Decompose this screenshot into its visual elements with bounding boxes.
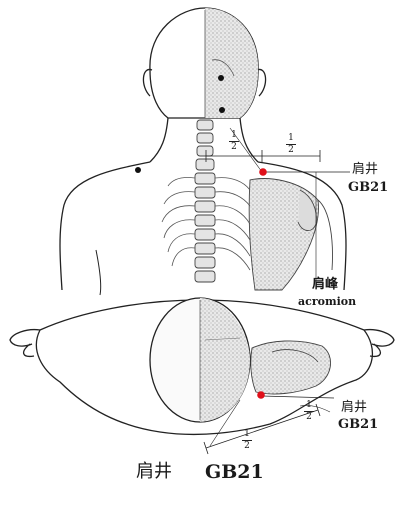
acupoint-gb21-bottom — [257, 391, 265, 399]
reference-dot — [219, 107, 225, 113]
landmark-cn: 肩峰 — [312, 277, 339, 292]
ear-left — [142, 68, 153, 97]
point-name-cn-bottom: 肩井 — [341, 400, 368, 415]
landmark-en: acromion — [298, 295, 357, 308]
neck-outline — [149, 117, 169, 163]
hand-right — [363, 328, 395, 358]
ear-right — [256, 68, 267, 97]
scapula — [248, 178, 319, 291]
reference-dot — [218, 75, 224, 81]
acupoint-gb21-top — [259, 168, 267, 176]
clavicle-scapula — [250, 340, 331, 395]
posterior-view — [59, 7, 350, 296]
spine — [194, 119, 216, 283]
superior-view — [9, 297, 395, 455]
hand-left — [9, 328, 41, 358]
ribs — [161, 177, 251, 271]
measure-lines-bottom — [203, 395, 335, 455]
point-name-cn-top: 肩井 — [352, 162, 379, 177]
reference-dot — [135, 167, 141, 173]
measure-lines — [205, 127, 350, 286]
caption-name-cn: 肩井 — [136, 461, 172, 482]
point-code-top: GB21 — [348, 180, 389, 195]
point-code-bottom: GB21 — [338, 417, 379, 432]
torso-outline — [59, 161, 151, 291]
caption-code: GB21 — [205, 461, 264, 483]
